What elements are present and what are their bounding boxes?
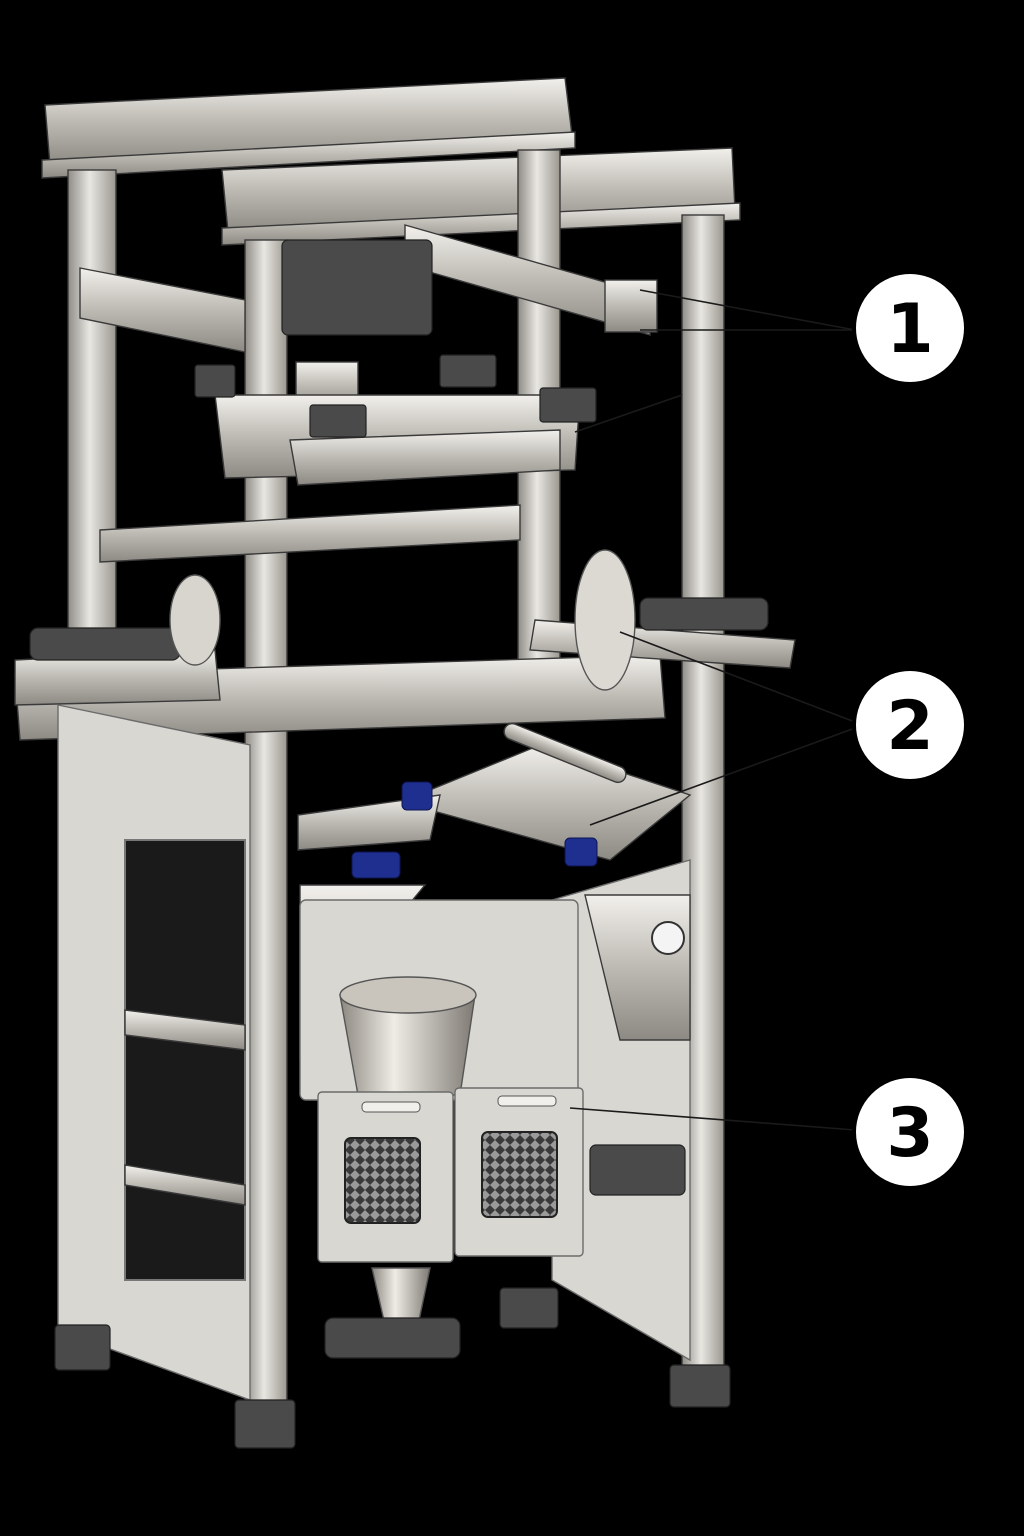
- rear-top-beam-flange: [41, 131, 576, 179]
- door-handle-right: [497, 1095, 557, 1107]
- leader-1a: [639, 289, 856, 331]
- middle-assembly: [169, 549, 692, 1061]
- foot-front-left: [234, 1399, 296, 1449]
- foot-rear-right: [499, 1287, 559, 1329]
- front-top-beam-flange: [221, 202, 741, 246]
- vent-grille-left: [344, 1137, 421, 1224]
- rail-end-cap: [604, 279, 658, 333]
- right-roller: [639, 597, 769, 631]
- leader-1c: [574, 394, 683, 433]
- upper-side-bar: [79, 267, 246, 353]
- bearing-2: [564, 837, 598, 867]
- leader-3: [569, 1107, 856, 1131]
- leader-2a: [619, 631, 856, 723]
- callout-2: 2: [852, 667, 968, 783]
- pressure-gauge: [651, 921, 685, 955]
- bag-holder-front: [289, 429, 561, 486]
- lower-assembly: [299, 899, 686, 1359]
- outlet-spout: [371, 1267, 431, 1326]
- rear-left-post: [67, 169, 117, 716]
- side-shelf-lower: [124, 1164, 246, 1206]
- clamp-bracket-2: [439, 354, 497, 388]
- bearing-1: [401, 781, 433, 811]
- callout-2-number: 2: [886, 687, 933, 766]
- outlet-fitting: [324, 1317, 461, 1359]
- clamp-bracket-3: [539, 387, 597, 423]
- callout-3-circle: [852, 1074, 968, 1190]
- mid-cross-bar: [99, 504, 521, 563]
- leader-2b: [589, 727, 856, 826]
- callout-3: 3: [852, 1074, 968, 1190]
- vent-grille-right: [481, 1131, 558, 1218]
- left-disc: [169, 574, 221, 666]
- drive-motor: [281, 239, 433, 336]
- chain-conveyor: [589, 1144, 686, 1196]
- callout-1: 1: [852, 270, 968, 386]
- right-disc: [574, 549, 636, 691]
- foot-rear-left: [54, 1324, 111, 1371]
- leader-lines: [569, 289, 856, 1131]
- foot-front-right: [669, 1364, 731, 1408]
- clamp-bracket-4: [309, 404, 367, 438]
- callout-3-number: 3: [886, 1094, 933, 1173]
- clamp-bracket-1: [194, 364, 236, 398]
- callout-1-circle: [852, 270, 968, 386]
- callout-1-number: 1: [886, 290, 933, 369]
- upper-assembly: [194, 239, 658, 486]
- side-shelf-upper: [124, 1009, 246, 1051]
- left-roller: [29, 627, 181, 661]
- door-handle-left: [361, 1101, 421, 1113]
- tray-handle: [503, 722, 627, 784]
- bearing-3: [351, 851, 401, 879]
- side-panel-opening: [124, 839, 246, 1281]
- cone-rim: [339, 976, 477, 1014]
- callout-2-circle: [852, 667, 968, 783]
